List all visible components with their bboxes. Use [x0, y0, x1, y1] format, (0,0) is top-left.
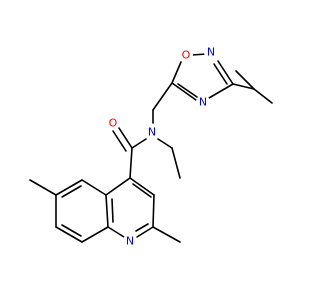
molecule-diagram: O N N O N N: [29, 45, 273, 248]
bond-c6-methyl: [29, 179, 57, 196]
bond-c7-c8: [55, 226, 83, 243]
bond-oxadiazole-c3-n2: [217, 60, 234, 85]
bond-amide-n-to-carbonyl-c: [131, 138, 147, 149]
bond-isopropyl-methyl-left: [235, 70, 255, 90]
bond-c4-c3: [129, 177, 155, 196]
bond-ethyl-ch2-ch3: [171, 147, 181, 179]
bond-c2-n1-inner: [135, 223, 149, 232]
atom-n-amide-label: N: [148, 126, 156, 139]
bond-carbonyl-c-o-double: [112, 130, 127, 152]
bond-c2-n1: [136, 226, 154, 238]
atom-o-ring: O: [179, 48, 193, 62]
bonds: [29, 53, 273, 243]
bond-oxadiazole-n2-o1: [191, 53, 207, 56]
bond-c4-c3-inner: [132, 183, 152, 198]
bond-amide-n-to-ethyl: [157, 138, 173, 149]
bond-c3-c2: [152, 194, 155, 228]
atom-o-carbonyl: O: [106, 116, 120, 130]
atom-n-quinoline-label: N: [126, 235, 134, 248]
bond-c5-c6: [55, 179, 83, 196]
bond-c7-c8-inner: [61, 224, 82, 237]
bond-isopropyl-to-ring: [232, 83, 255, 90]
atom-n-ring-top-label: N: [207, 46, 215, 59]
atom-n-quinoline: N: [123, 234, 137, 248]
bond-n1-c8a: [107, 226, 125, 238]
atom-o-ring-label: O: [182, 49, 191, 62]
bond-carbonyl-to-c4: [129, 147, 133, 179]
bond-isopropyl-methyl-right: [253, 88, 273, 104]
structure-canvas: O N N O N N: [29, 45, 273, 248]
bond-c2-methyl: [152, 226, 181, 243]
atom-n-amide: N: [145, 125, 159, 139]
atom-n-ring-top: N: [204, 45, 218, 59]
bond-oxadiazole-c5-n4-double: [177, 83, 198, 98]
bond-c8-c8a: [81, 226, 109, 243]
atom-o-carbonyl-label: O: [109, 117, 118, 130]
atom-n-ring-bottom-label: N: [199, 96, 207, 109]
atom-labels: O N N O N N: [106, 45, 218, 248]
atom-n-ring-bottom: N: [196, 95, 210, 109]
bond-ring-to-ch2: [152, 82, 173, 111]
bond-oxadiazole-c5-n4: [171, 82, 197, 101]
bond-carbonyl-c-o: [118, 127, 133, 149]
bond-c8a-c4a-inner: [111, 198, 114, 223]
bond-c4a-c4: [105, 177, 131, 196]
bond-c8a-c4a: [105, 194, 109, 228]
bond-c4a-c5: [81, 179, 107, 196]
bond-oxadiazole-c3-n2-double: [213, 63, 228, 85]
bond-oxadiazole-n4-c3: [208, 83, 234, 99]
bond-oxadiazole-o1-c5: [171, 61, 182, 84]
bond-c5-c6-inner: [61, 185, 82, 198]
